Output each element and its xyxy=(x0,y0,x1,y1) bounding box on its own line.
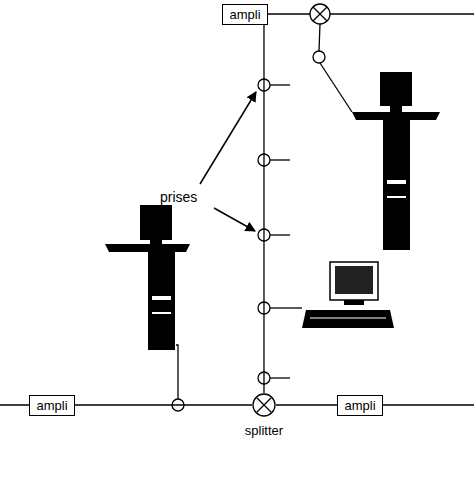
tap-stub xyxy=(270,84,290,85)
amplifier-label: ampli xyxy=(36,398,67,413)
amplifier-box: ampli xyxy=(29,395,74,416)
tap-symbol xyxy=(258,372,270,384)
splitter-symbol xyxy=(252,393,276,417)
splitter-cross xyxy=(313,7,327,21)
tap-symbol xyxy=(313,51,325,63)
tap-stub xyxy=(270,159,290,160)
leader-arrow xyxy=(200,92,256,184)
splitter-symbol xyxy=(310,4,330,24)
cable xyxy=(370,404,474,405)
tap-stub xyxy=(270,377,290,378)
drop-cable xyxy=(320,63,352,112)
amplifier-box: ampli xyxy=(337,395,382,416)
tap-stub xyxy=(270,307,302,308)
splitter-node: splitter xyxy=(245,393,283,438)
computer-tower xyxy=(105,205,190,350)
cable-line xyxy=(276,404,337,405)
callout-label: prises xyxy=(160,189,197,205)
tap-stub xyxy=(270,234,290,235)
cable-line xyxy=(263,25,264,394)
cable xyxy=(330,13,474,14)
tap-symbol xyxy=(258,229,270,241)
tap-symbol xyxy=(258,79,270,91)
amplifier-box: ampli xyxy=(222,4,267,25)
leader-arrow xyxy=(214,208,255,231)
amplifier-label: ampli xyxy=(229,7,260,22)
drop-cable xyxy=(319,24,320,51)
cable-line xyxy=(75,404,252,405)
splitter-label: splitter xyxy=(245,423,283,438)
tap-symbol xyxy=(258,302,270,314)
computer-tower xyxy=(352,72,440,250)
splitter-cross xyxy=(313,7,327,21)
tap-symbol xyxy=(258,154,270,166)
desktop-pc xyxy=(302,262,394,328)
tap-symbol xyxy=(172,399,184,411)
amplifier-label: ampli xyxy=(344,398,375,413)
drop-cable xyxy=(176,345,178,399)
